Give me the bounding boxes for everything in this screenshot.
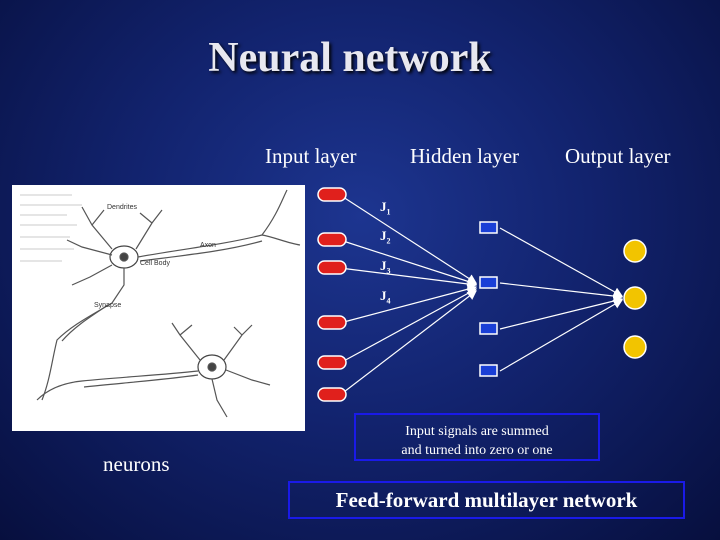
edge-i3-h2 bbox=[339, 267, 478, 289]
j2-text: 2 bbox=[386, 236, 391, 246]
neuron-illustration: Dendrites Axon Cell Body Synapse bbox=[12, 185, 305, 431]
input-node bbox=[317, 260, 347, 275]
hidden-node bbox=[479, 364, 498, 377]
j4-text: 4 bbox=[386, 296, 391, 306]
input-node bbox=[317, 387, 347, 402]
edge-i2-h2 bbox=[339, 239, 478, 286]
input-node bbox=[317, 232, 347, 247]
label-synapse: Synapse bbox=[94, 302, 121, 309]
hidden-node bbox=[479, 322, 498, 335]
output-node bbox=[623, 335, 647, 359]
edge-i5-h2 bbox=[339, 288, 478, 364]
j3-label: J3 bbox=[380, 258, 391, 276]
edge-i6-h2 bbox=[339, 290, 477, 396]
label-cell-body: Cell Body bbox=[140, 260, 170, 267]
summary-line-2: and turned into zero or one bbox=[401, 443, 553, 458]
edge-i1-h2 bbox=[339, 194, 478, 284]
neurons-caption: neurons bbox=[103, 452, 170, 476]
label-axon: Axon bbox=[200, 242, 216, 249]
hidden-node bbox=[479, 221, 498, 234]
edge-i4-h2 bbox=[339, 284, 478, 324]
hidden-node bbox=[479, 276, 498, 289]
j1-text: 1 bbox=[386, 207, 391, 217]
summary-line-1: Input signals are summed bbox=[405, 424, 549, 439]
neuron-sketch: Dendrites Axon Cell Body Synapse bbox=[20, 189, 301, 418]
edge-h2-o2 bbox=[499, 282, 624, 301]
output-layer-label: Output layer bbox=[565, 144, 671, 168]
edge-h3-o2 bbox=[499, 296, 624, 330]
label-dendrites: Dendrites bbox=[107, 204, 137, 211]
j2-label: J2 bbox=[380, 228, 391, 246]
input-node bbox=[317, 355, 347, 370]
j1-label: J1 bbox=[380, 199, 391, 217]
edge-h4-o2 bbox=[499, 299, 624, 372]
summary-box: Input signals are summed and turned into… bbox=[354, 413, 600, 461]
j4-label: J4 bbox=[380, 288, 391, 306]
input-node bbox=[317, 315, 347, 330]
output-node bbox=[623, 239, 647, 263]
input-layer-label: Input layer bbox=[265, 144, 357, 168]
page-title: Neural network bbox=[208, 35, 492, 81]
input-node bbox=[317, 187, 347, 202]
j3-text: 3 bbox=[386, 266, 391, 276]
hidden-layer-label: Hidden layer bbox=[410, 144, 520, 168]
footer-caption: Feed-forward multilayer network bbox=[288, 481, 685, 519]
output-node bbox=[623, 286, 647, 310]
edge-h1-o2 bbox=[499, 227, 624, 297]
